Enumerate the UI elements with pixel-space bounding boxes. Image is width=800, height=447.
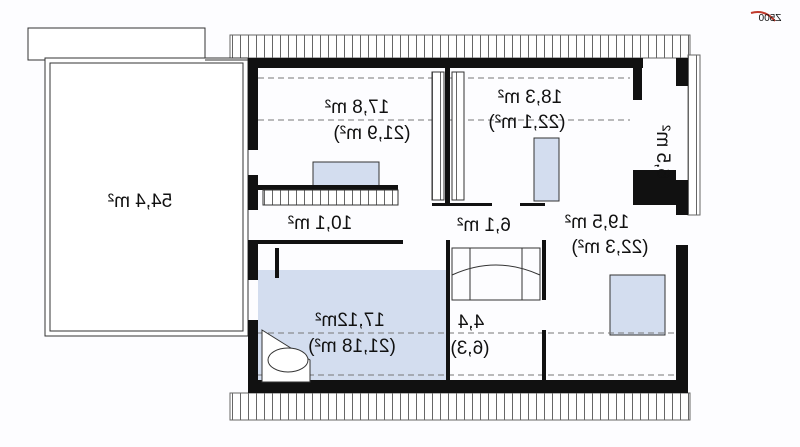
- logo-text: Z500: [758, 13, 781, 24]
- hall-area: 6,1 m²: [457, 215, 511, 236]
- storage-area: 4,4: [457, 312, 484, 333]
- closet-area: 10,1 m²: [288, 213, 352, 234]
- room-n-gross: (22,1 m²): [488, 112, 565, 133]
- room-e-gross: (22,3 m²): [571, 237, 648, 258]
- roof-hatch-bottom: [229, 392, 691, 421]
- room-n-area: 18,3 m²: [498, 87, 562, 108]
- terrace: [27, 27, 249, 337]
- room-ne-area: 6,5 m²: [652, 125, 673, 179]
- bed: [312, 161, 380, 190]
- storage-gross: (6,3): [450, 338, 489, 359]
- bed: [609, 274, 666, 336]
- bathroom-gross: (21,18 m²): [308, 336, 396, 357]
- room-nw-gross: (21,9 m²): [333, 123, 410, 144]
- room-e-area: 19,5 m²: [565, 212, 629, 233]
- terrace-area: 54,4 m²: [108, 191, 172, 212]
- room-nw-area: 17,8 m²: [325, 97, 389, 118]
- roof-hatch-top: [229, 34, 691, 59]
- staircase: [451, 247, 541, 301]
- bed: [533, 137, 560, 202]
- walls: [248, 58, 688, 393]
- bathroom-area: 17,12m²: [315, 310, 385, 331]
- logo: [750, 11, 776, 22]
